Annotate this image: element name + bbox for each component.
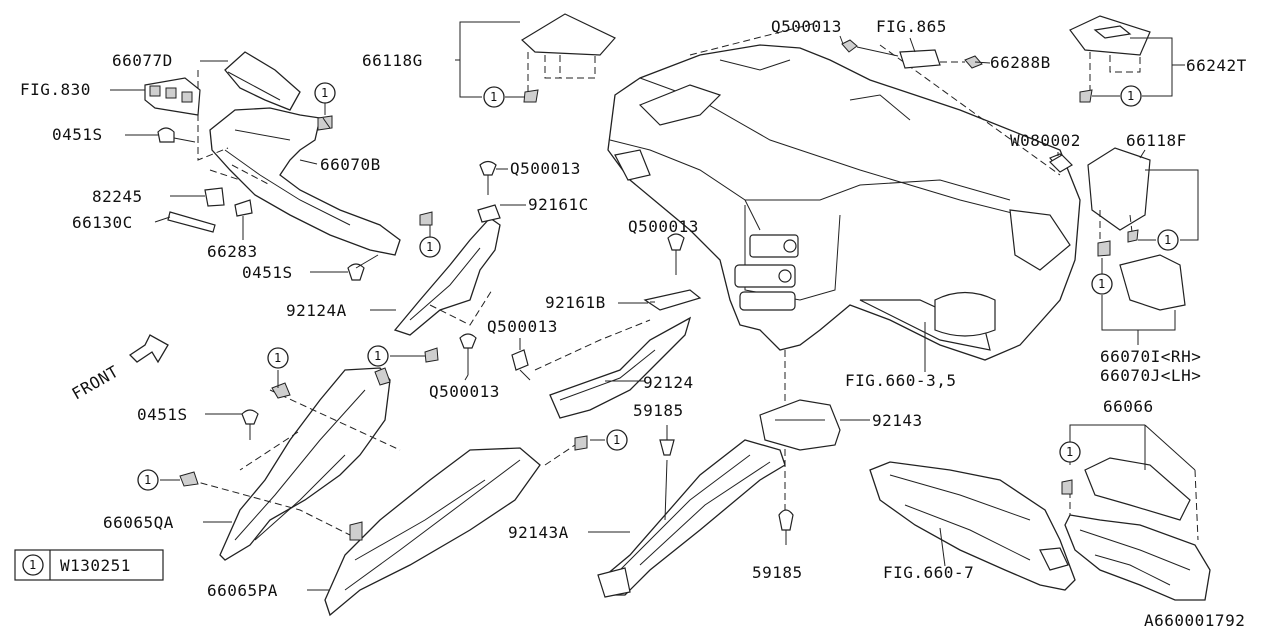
label-Q500013-top: Q500013 [771,17,842,36]
part-92124A [370,160,501,375]
label-66070B: 66070B [320,155,381,174]
part-92161B [643,233,702,311]
part-glove-box [869,461,1076,591]
part-66118F [1087,147,1199,243]
label-66242T: 66242T [1186,56,1247,75]
label-66130C: 66130C [72,213,133,232]
label-92161C: 92161C [528,195,589,214]
callout-1: 1 [1164,233,1171,247]
label-66288B: 66288B [990,53,1051,72]
callout-1: 1 [613,433,620,447]
legend: 1 W130251 [14,549,164,581]
legend-code: W130251 [60,556,131,575]
callout-numbers: 1 1 1 1 1 1 1 1 1 1 1 [144,86,1171,487]
label-59185-b: 59185 [752,563,803,582]
part-66065QA [189,367,401,561]
label-66065PA: 66065PA [207,581,278,600]
callout-1: 1 [1127,89,1134,103]
callout-1: 1 [321,86,328,100]
part-66242T [1069,15,1185,103]
label-92124: 92124 [643,373,694,392]
callout-1: 1 [144,473,151,487]
label-fig830: FIG.830 [20,80,91,99]
part-66065PA [324,435,605,617]
callout-1: 1 [1066,445,1073,459]
part-66077D [224,51,301,111]
label-92143A: 92143A [508,523,569,542]
part-92124 [511,316,692,419]
part-66118G [455,13,616,103]
part-66070B [197,70,433,256]
label-0451S-c: 0451S [137,405,188,424]
callout-1: 1 [374,349,381,363]
part-fig865 [841,37,991,69]
part-fig830-switch [110,77,201,116]
label-Q500013-c: Q500013 [487,317,558,336]
label-92143: 92143 [872,411,923,430]
label-66066: 66066 [1103,397,1154,416]
callout-1: 1 [274,351,281,365]
label-82245: 82245 [92,187,143,206]
label-66118G: 66118G [362,51,423,70]
part-labels: 66077D FIG.830 0451S 66070B 82245 66130C… [20,17,1247,600]
label-W080002: W080002 [1010,131,1081,150]
label-66070I: 66070I<RH> [1100,347,1201,366]
label-Q500013-b: Q500013 [628,217,699,236]
part-92143A [597,425,794,598]
callout-1: 1 [1098,277,1105,291]
label-66070J: 66070J<LH> [1100,366,1201,385]
callout-1: 1 [426,240,433,254]
label-66077D: 66077D [112,51,173,70]
front-arrow-icon [128,334,169,364]
label-0451S-a: 0451S [52,125,103,144]
label-92124A: 92124A [286,301,347,320]
label-Q500013-a: Q500013 [510,159,581,178]
part-66070I-66070J [1097,240,1186,345]
label-0451S-b: 0451S [242,263,293,282]
diagram-id: A660001792 [1144,611,1245,630]
label-92161B: 92161B [545,293,606,312]
label-66065QA: 66065QA [103,513,174,532]
instrument-panel [607,44,1081,361]
legend-callout-number: 1 [29,558,36,572]
callout-circles [137,82,1179,491]
front-label: FRONT [69,362,122,404]
label-fig865: FIG.865 [876,17,947,36]
label-59185-a: 59185 [633,401,684,420]
label-66118F: 66118F [1126,131,1187,150]
part-92143 [759,399,870,451]
label-66283: 66283 [207,242,258,261]
label-fig660-3-5: FIG.660-3,5 [845,371,956,390]
label-fig660-7: FIG.660-7 [883,563,974,582]
label-Q500013-d: Q500013 [429,382,500,401]
part-66066 [1061,424,1211,601]
callout-1: 1 [490,90,497,104]
